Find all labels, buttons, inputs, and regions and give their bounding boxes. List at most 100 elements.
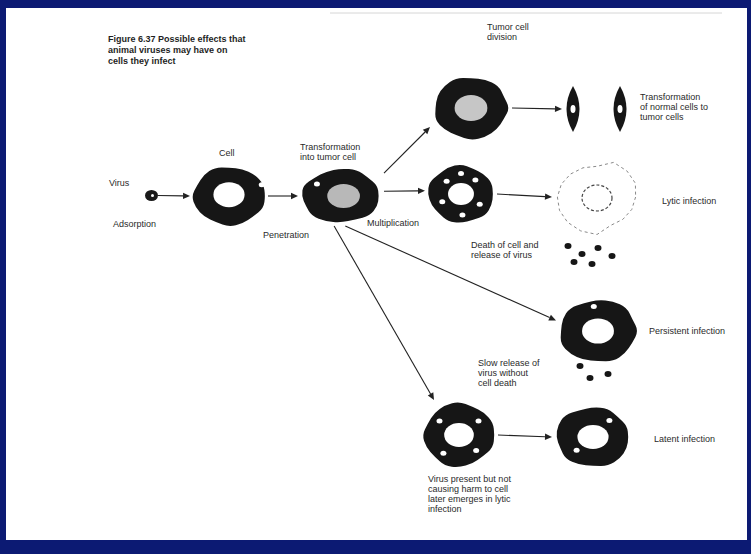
arrow-head (183, 193, 190, 199)
cell-body (302, 169, 378, 222)
virus-particle (259, 182, 265, 187)
virus-particle (440, 451, 446, 456)
infected-cell: Cell (190, 163, 268, 229)
cell-nucleus (582, 318, 614, 343)
infected-cell: Transformation into tumor cell (298, 166, 384, 226)
virus-figure (145, 190, 158, 201)
virus-particle (444, 179, 450, 184)
cell-label: Tumor cell division (487, 22, 539, 42)
cell-nucleus (444, 423, 474, 447)
cell-body (193, 167, 265, 226)
released-virus (589, 261, 596, 267)
released-virus (579, 251, 586, 257)
infected-cell: Tumor cell division (430, 74, 512, 142)
arrow-connector (158, 193, 190, 199)
figure-title: Figure 6.37 Possible effects that animal… (108, 34, 250, 67)
cell-label: Lytic infection (662, 196, 742, 206)
released-virus (577, 363, 584, 369)
arrow-connector (345, 226, 556, 321)
connector-line (334, 226, 431, 394)
virus-particle (437, 419, 443, 424)
arrow-connector (334, 226, 434, 400)
cell-label: Virus (109, 178, 141, 188)
connector-line (497, 194, 545, 197)
virus-particle (459, 213, 465, 218)
released-virus (571, 259, 578, 265)
released-virus (587, 375, 594, 381)
slide-panel (6, 8, 747, 540)
virus-particle (145, 190, 158, 201)
arrow-connector (384, 127, 430, 173)
cell-figure (430, 74, 512, 142)
connector-line (268, 195, 291, 196)
infected-cell: Multiplication (425, 162, 497, 226)
rule-line (330, 13, 722, 14)
virus-core (151, 194, 154, 197)
arrow-head (545, 434, 552, 440)
arrow-head (545, 193, 552, 199)
cell-nucleus (577, 425, 608, 449)
arrow-head (418, 188, 425, 194)
step-label: Adsorption (112, 219, 166, 229)
cell-nucleus (327, 184, 360, 208)
arrow-connector (512, 106, 562, 112)
released-virus (609, 253, 616, 259)
cell-label: Slow release of virus without cell death (478, 358, 540, 388)
cell-label: Latent infection (654, 434, 734, 444)
arrow-head (555, 106, 562, 112)
cell-nucleus (213, 182, 244, 207)
cell-label: Virus present but not causing harm to ce… (428, 474, 512, 514)
virus-particle (473, 448, 479, 453)
released-virus (595, 245, 602, 251)
cell-label: Transformation of normal cells to tumor … (640, 92, 710, 122)
virus-particle (472, 177, 478, 182)
virus-particle (591, 304, 597, 309)
connector-line (384, 190, 418, 191)
tumor-cells: Transformation of normal cells to tumor … (562, 84, 636, 134)
spindle-nucleus (618, 105, 623, 113)
released-virus (605, 371, 612, 377)
step-label: Penetration (262, 230, 318, 240)
connector-line (384, 132, 425, 173)
lysed-cell-outline (557, 162, 635, 234)
arrow-head (291, 193, 298, 199)
spindle-nucleus (571, 105, 576, 113)
cell-label: Persistent infection (649, 326, 744, 336)
virus-particle (574, 448, 580, 453)
arrow-connector (384, 188, 425, 194)
cell-figure (190, 163, 268, 229)
cell-figure (556, 296, 640, 366)
cell-figure (298, 166, 384, 226)
cell-figure (420, 400, 498, 470)
step-label: Death of cell and release of virus (470, 240, 542, 260)
cell-body (557, 408, 629, 466)
arrow-connector (497, 193, 552, 199)
cell-nucleus (455, 95, 488, 121)
tumor-cell-spindle (614, 86, 627, 132)
tumor-cell-spindle (567, 86, 580, 132)
released-virus (565, 243, 572, 249)
cell-label: Multiplication (367, 218, 425, 228)
virus-particle (606, 418, 612, 423)
connector-line (158, 195, 183, 196)
cell-figure (552, 404, 634, 470)
arrow-connector (268, 193, 298, 199)
cell-body (561, 300, 637, 361)
connector-line (345, 226, 549, 318)
virus-particle (439, 199, 445, 204)
lysed-cell: Lytic infection (552, 158, 642, 236)
lysed-nucleus-outline (582, 185, 612, 211)
lysed-figure (552, 158, 642, 236)
cell-body (435, 78, 508, 139)
virus-particle (477, 202, 483, 207)
virus-particle (476, 419, 482, 424)
spindles-figure (562, 84, 636, 134)
virus-particle: Virus (145, 190, 158, 201)
cell-body (423, 403, 494, 467)
virus-particle (314, 182, 320, 187)
infected-cell: Virus present but not causing harm to ce… (420, 400, 498, 470)
cell-body (428, 165, 493, 223)
cell-label: Transformation into tumor cell (300, 142, 374, 162)
